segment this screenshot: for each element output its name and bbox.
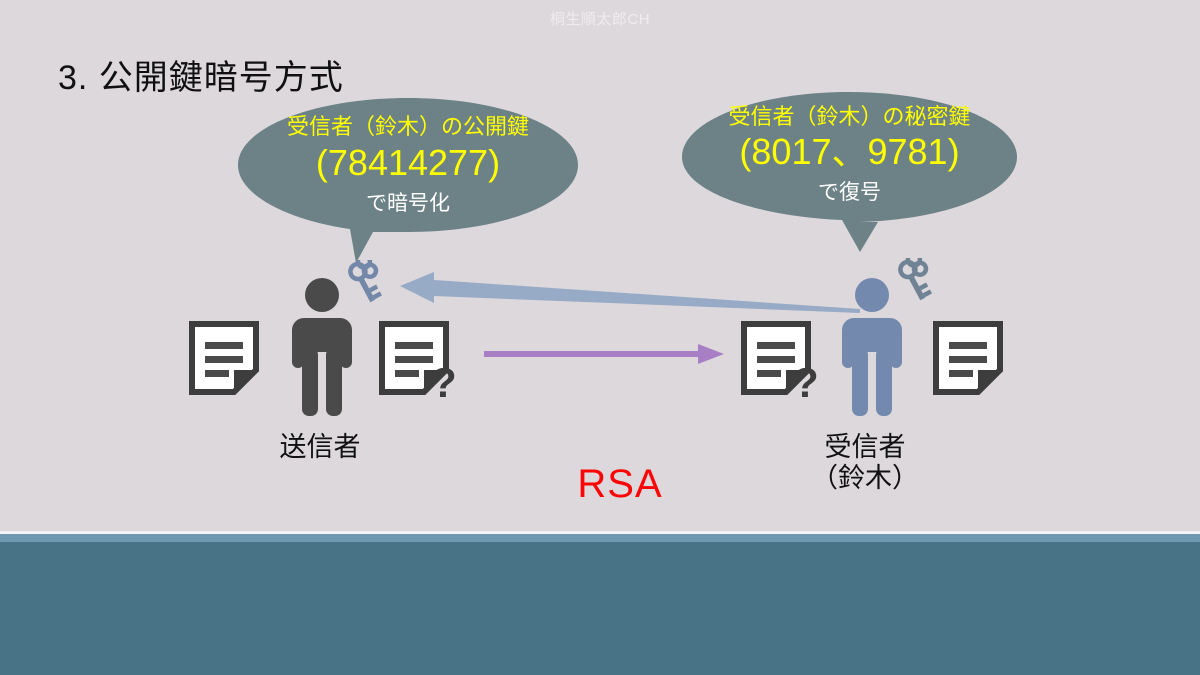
- speech-bubble-private-key: 受信者（鈴木）の秘密鍵 (8017、9781) で復号: [682, 92, 1017, 252]
- bubble-right-line2: (8017、9781): [739, 131, 960, 172]
- label-receiver-line2: （鈴木）: [811, 463, 919, 494]
- label-receiver-line1: 受信者: [824, 432, 906, 462]
- bubble-right-line1: 受信者（鈴木）の秘密鍵: [728, 104, 971, 129]
- document-icon-plaintext-sender: [189, 321, 259, 395]
- document-icon-ciphertext-sender: [379, 321, 449, 395]
- bubble-left-line1: 受信者（鈴木）の公開鍵: [286, 114, 529, 139]
- person-icon-sender: [292, 278, 352, 416]
- algorithm-label-rsa: RSA: [577, 462, 663, 506]
- page-title: 3. 公開鍵暗号方式: [58, 59, 344, 97]
- bottom-divider-line: [0, 531, 1200, 534]
- question-mark-receiver: ?: [793, 359, 819, 406]
- label-receiver: 受信者 （鈴木）: [775, 432, 955, 494]
- speech-bubble-shape: [682, 92, 1017, 252]
- arrow-public-key-to-sender: [400, 272, 860, 313]
- person-icon-receiver: [842, 278, 902, 416]
- document-icon-plaintext-receiver: [933, 321, 1003, 395]
- bottom-footer-band: [0, 542, 1200, 675]
- bubble-left-line2: (78414277): [315, 142, 501, 183]
- key-icon-receiver: [898, 258, 932, 301]
- bubble-left-line3: で暗号化: [366, 192, 450, 215]
- speech-bubble-public-key: 受信者（鈴木）の公開鍵 (78414277) で暗号化: [238, 98, 578, 263]
- key-icon-sender: [348, 260, 382, 303]
- bottom-accent-stripe: [0, 534, 1200, 542]
- speech-bubble-shape: [238, 98, 578, 263]
- bubble-right-line3: で復号: [818, 181, 881, 204]
- question-mark-sender: ?: [431, 359, 457, 406]
- arrow-ciphertext-to-receiver: [484, 344, 724, 364]
- label-sender: 送信者: [279, 432, 361, 462]
- document-icon-ciphertext-receiver: [741, 321, 811, 395]
- watermark-text: 桐生順太郎CH: [549, 11, 651, 28]
